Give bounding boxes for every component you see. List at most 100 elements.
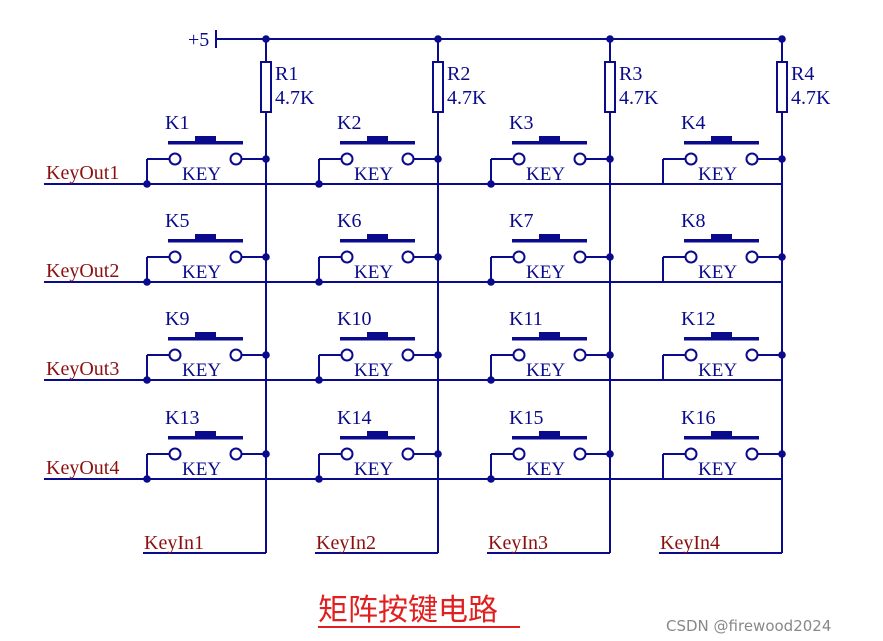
junction-dot (487, 180, 495, 188)
switch-actuator-knob (367, 234, 388, 240)
switch-actuator-bar (512, 239, 587, 243)
junction-dot (778, 155, 786, 163)
switch-contact (745, 152, 759, 166)
switch-actuator-knob (195, 332, 216, 338)
junction-dot (143, 278, 151, 286)
switch-contact (684, 152, 698, 166)
key-name-label: K12 (681, 308, 715, 330)
key-type-label: KEY (526, 164, 565, 185)
switch-actuator-bar (168, 436, 243, 440)
switch-actuator-knob (539, 332, 560, 338)
switch-actuator-bar (340, 337, 415, 341)
column-label: KeyIn1 (144, 532, 204, 554)
row-label: KeyOut4 (46, 457, 119, 479)
key-type-label: KEY (354, 360, 393, 381)
junction-dot (262, 450, 270, 458)
key-type-label: KEY (354, 164, 393, 185)
key-name-label: K13 (165, 407, 199, 429)
key-name-label: K16 (681, 407, 715, 429)
junction-dot (778, 351, 786, 359)
switch-contact (512, 250, 526, 264)
column-label: KeyIn4 (660, 532, 720, 554)
resistor-name-label: R3 (619, 63, 642, 85)
switch-contact (573, 152, 587, 166)
switch-contact (684, 250, 698, 264)
resistor-body (604, 61, 616, 113)
switch-actuator-knob (539, 234, 560, 240)
switch-actuator-bar (684, 141, 759, 145)
switch-actuator-bar (684, 337, 759, 341)
key-type-label: KEY (698, 262, 737, 283)
switch-actuator-bar (340, 141, 415, 145)
junction-dot (143, 475, 151, 483)
switch-actuator-bar (168, 337, 243, 341)
switch-contact (401, 250, 415, 264)
switch-actuator-knob (711, 234, 732, 240)
column-label: KeyIn3 (488, 532, 548, 554)
key-type-label: KEY (182, 459, 221, 480)
junction-dot (434, 351, 442, 359)
resistor-name-label: R1 (275, 63, 298, 85)
switch-contact (168, 250, 182, 264)
switch-actuator-knob (195, 234, 216, 240)
switch-actuator-knob (539, 431, 560, 437)
key-name-label: K15 (509, 407, 543, 429)
key-type-label: KEY (182, 262, 221, 283)
junction-dot (262, 253, 270, 261)
resistor-name-label: R4 (791, 63, 814, 85)
key-name-label: K5 (165, 210, 189, 232)
switch-contact (168, 348, 182, 362)
key-name-label: K9 (165, 308, 189, 330)
switch-contact (573, 250, 587, 264)
key-name-label: K11 (509, 308, 543, 330)
switch-contact (229, 152, 243, 166)
junction-dot (606, 450, 614, 458)
junction-dot (487, 475, 495, 483)
switch-contact (573, 348, 587, 362)
switch-actuator-bar (684, 239, 759, 243)
switch-contact (401, 447, 415, 461)
resistor-body (432, 61, 444, 113)
junction-dot (487, 376, 495, 384)
switch-contact (229, 250, 243, 264)
key-type-label: KEY (182, 164, 221, 185)
switch-actuator-knob (195, 136, 216, 142)
switch-contact (340, 348, 354, 362)
key-name-label: K4 (681, 112, 705, 134)
resistor-value-label: 4.7K (791, 87, 831, 109)
junction-dot (778, 253, 786, 261)
switch-contact (340, 447, 354, 461)
switch-contact (340, 152, 354, 166)
resistor-name-label: R2 (447, 63, 470, 85)
junction-dot (434, 253, 442, 261)
junction-dot (778, 450, 786, 458)
resistor-value-label: 4.7K (275, 87, 315, 109)
switch-contact (745, 348, 759, 362)
switch-contact (168, 447, 182, 461)
switch-contact (512, 348, 526, 362)
key-name-label: K6 (337, 210, 361, 232)
junction-dot (143, 180, 151, 188)
switch-contact (401, 152, 415, 166)
diagram-title: 矩阵按键电路 (318, 593, 498, 628)
key-name-label: K14 (337, 407, 371, 429)
key-name-label: K8 (681, 210, 705, 232)
key-type-label: KEY (698, 360, 737, 381)
switch-contact (745, 250, 759, 264)
junction-dot (262, 155, 270, 163)
switch-actuator-knob (367, 136, 388, 142)
junction-dot (315, 376, 323, 384)
switch-actuator-bar (340, 239, 415, 243)
row-label: KeyOut2 (46, 260, 119, 282)
junction-dot (487, 278, 495, 286)
switch-actuator-bar (168, 239, 243, 243)
row-label: KeyOut3 (46, 358, 119, 380)
switch-contact (512, 152, 526, 166)
switch-contact (401, 348, 415, 362)
resistor-body (260, 61, 272, 113)
switch-contact (229, 447, 243, 461)
junction-dot (606, 351, 614, 359)
junction-dot (315, 180, 323, 188)
junction-dot (606, 155, 614, 163)
